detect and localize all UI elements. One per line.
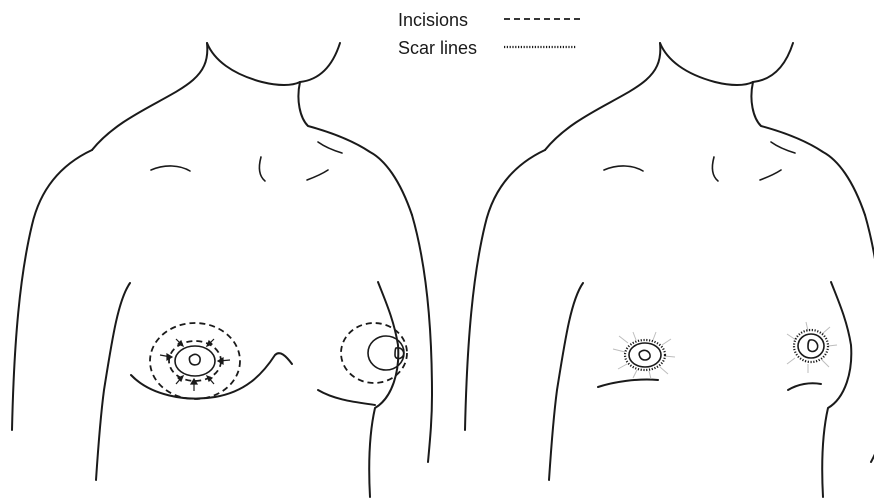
right-outer-left-arm: [465, 150, 545, 430]
left-figure-right-breast-outer-incision: [341, 323, 407, 383]
right-sternal-notch: [712, 157, 718, 181]
legend-incisions-label: Incisions: [398, 10, 468, 30]
left-outer-right-arm: [412, 215, 432, 462]
left-clavicle-left: [151, 166, 190, 171]
left-chin-line: [207, 43, 300, 85]
right-outer-right-arm: [865, 215, 874, 462]
left-sternal-notch: [259, 157, 265, 181]
left-breast-outer-incision: [150, 323, 240, 399]
right-breast-scar-rays: [787, 322, 837, 373]
right-inner-right-arm: [822, 282, 851, 497]
left-inner-left-arm: [96, 283, 130, 480]
right-breast-left-underline: [598, 379, 658, 387]
left-clavicle-right: [307, 170, 328, 180]
legend-scar-lines-label: Scar lines: [398, 38, 477, 58]
right-clavicle-left: [604, 166, 643, 171]
legend: Incisions Scar lines: [398, 10, 583, 58]
left-outer-left-arm: [12, 150, 92, 430]
right-collar-crease: [771, 142, 795, 153]
left-breast-inner-incision: [169, 341, 221, 381]
right-figure-left-nipple: [639, 350, 650, 360]
left-breast-right-underline: [318, 390, 375, 405]
left-figure-right-breast-nipple: [395, 348, 404, 359]
left-breast-nipple: [189, 354, 200, 365]
left-breast-scar-line: [625, 340, 665, 370]
right-chin-line: [660, 43, 753, 85]
left-collar-crease: [318, 142, 342, 153]
right-neck-shoulder-left: [545, 43, 660, 150]
figure-scar-lines: [465, 43, 874, 497]
right-right-shoulder: [751, 82, 865, 215]
right-breast-right-underline: [788, 383, 821, 390]
right-inner-left-arm: [549, 283, 583, 480]
left-inner-right-arm: [369, 282, 398, 497]
figure-incisions: [12, 43, 432, 497]
right-figure-right-nipple: [808, 340, 818, 352]
left-neck-right-line: [300, 43, 340, 82]
left-breast-left-underline: [131, 353, 292, 398]
left-neck-shoulder-left: [92, 43, 207, 150]
right-figure-left-areola: [629, 343, 661, 367]
right-clavicle-right: [760, 170, 781, 180]
left-breast-areola: [175, 346, 215, 376]
left-right-shoulder: [298, 82, 412, 215]
right-neck-right-line: [753, 43, 793, 82]
right-figure-right-areola: [798, 334, 824, 358]
